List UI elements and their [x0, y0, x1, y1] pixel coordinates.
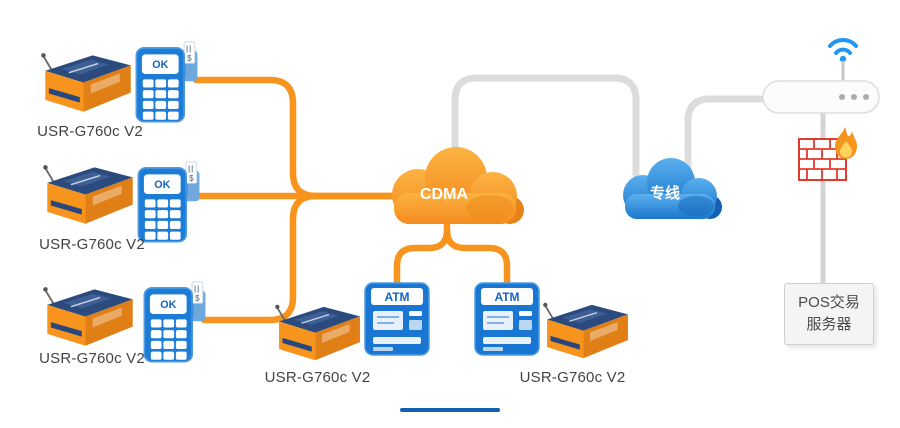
card-dollar-label: $ [195, 294, 200, 303]
wifi-icon [828, 38, 858, 63]
pos-keypad [150, 319, 187, 360]
atm-machine-right: ATM [474, 282, 540, 356]
footer-accent-bar [400, 408, 500, 412]
link-cdma-atm-right [443, 226, 511, 296]
card-dollar-label: $ [187, 54, 192, 63]
link-cdma-atm-left [393, 226, 451, 296]
gateway-label-1: USR-G760c V2 [37, 123, 143, 140]
pos-server-label-line2: 服务器 [806, 316, 852, 333]
pos-server: POS交易 服务器 [784, 283, 874, 345]
pos-ok-label: OK [160, 299, 176, 311]
link-cdma-dedicatedline [451, 74, 640, 179]
cdma-label: CDMA [420, 186, 468, 203]
pos-keypad [144, 199, 181, 240]
gateway-device-2 [43, 165, 133, 224]
gateway-device-1 [41, 53, 131, 112]
gateway-label-3: USR-G760c V2 [39, 350, 145, 367]
pos-terminal-3: $ OK [143, 281, 206, 363]
dedicated-line-label: 专线 [650, 184, 680, 202]
flame-icon [835, 127, 857, 159]
pos-ok-label: OK [154, 179, 170, 191]
pos-ok-label: OK [152, 59, 168, 71]
pos-server-label-line1: POS交易 [798, 294, 860, 312]
antenna-mast [841, 61, 845, 83]
gateway-device-5 [543, 302, 628, 359]
firewall [798, 127, 857, 181]
router [762, 38, 880, 114]
dedicated-line-cloud: 专线 [623, 158, 722, 219]
gateway-device-4 [275, 304, 360, 361]
card-dollar-label: $ [189, 174, 194, 183]
atm-label: ATM [384, 290, 409, 304]
gateway-label-5: USR-G760c V2 [519, 369, 626, 386]
atm-machine-left: ATM [364, 282, 430, 356]
link-pos3-cdma [200, 192, 320, 324]
gateway-label-4: USR-G760c V2 [264, 369, 371, 386]
gateway-device-3 [43, 287, 133, 346]
cdma-cloud: CDMA [392, 147, 524, 224]
pos-terminal-1: $ OK [135, 41, 198, 123]
atm-label: ATM [494, 290, 519, 304]
gateway-label-2: USR-G760c V2 [39, 236, 145, 253]
pos-keypad [142, 79, 179, 120]
pos-terminal-2: $ OK [137, 161, 200, 243]
link-dedicatedline-router [684, 95, 794, 179]
